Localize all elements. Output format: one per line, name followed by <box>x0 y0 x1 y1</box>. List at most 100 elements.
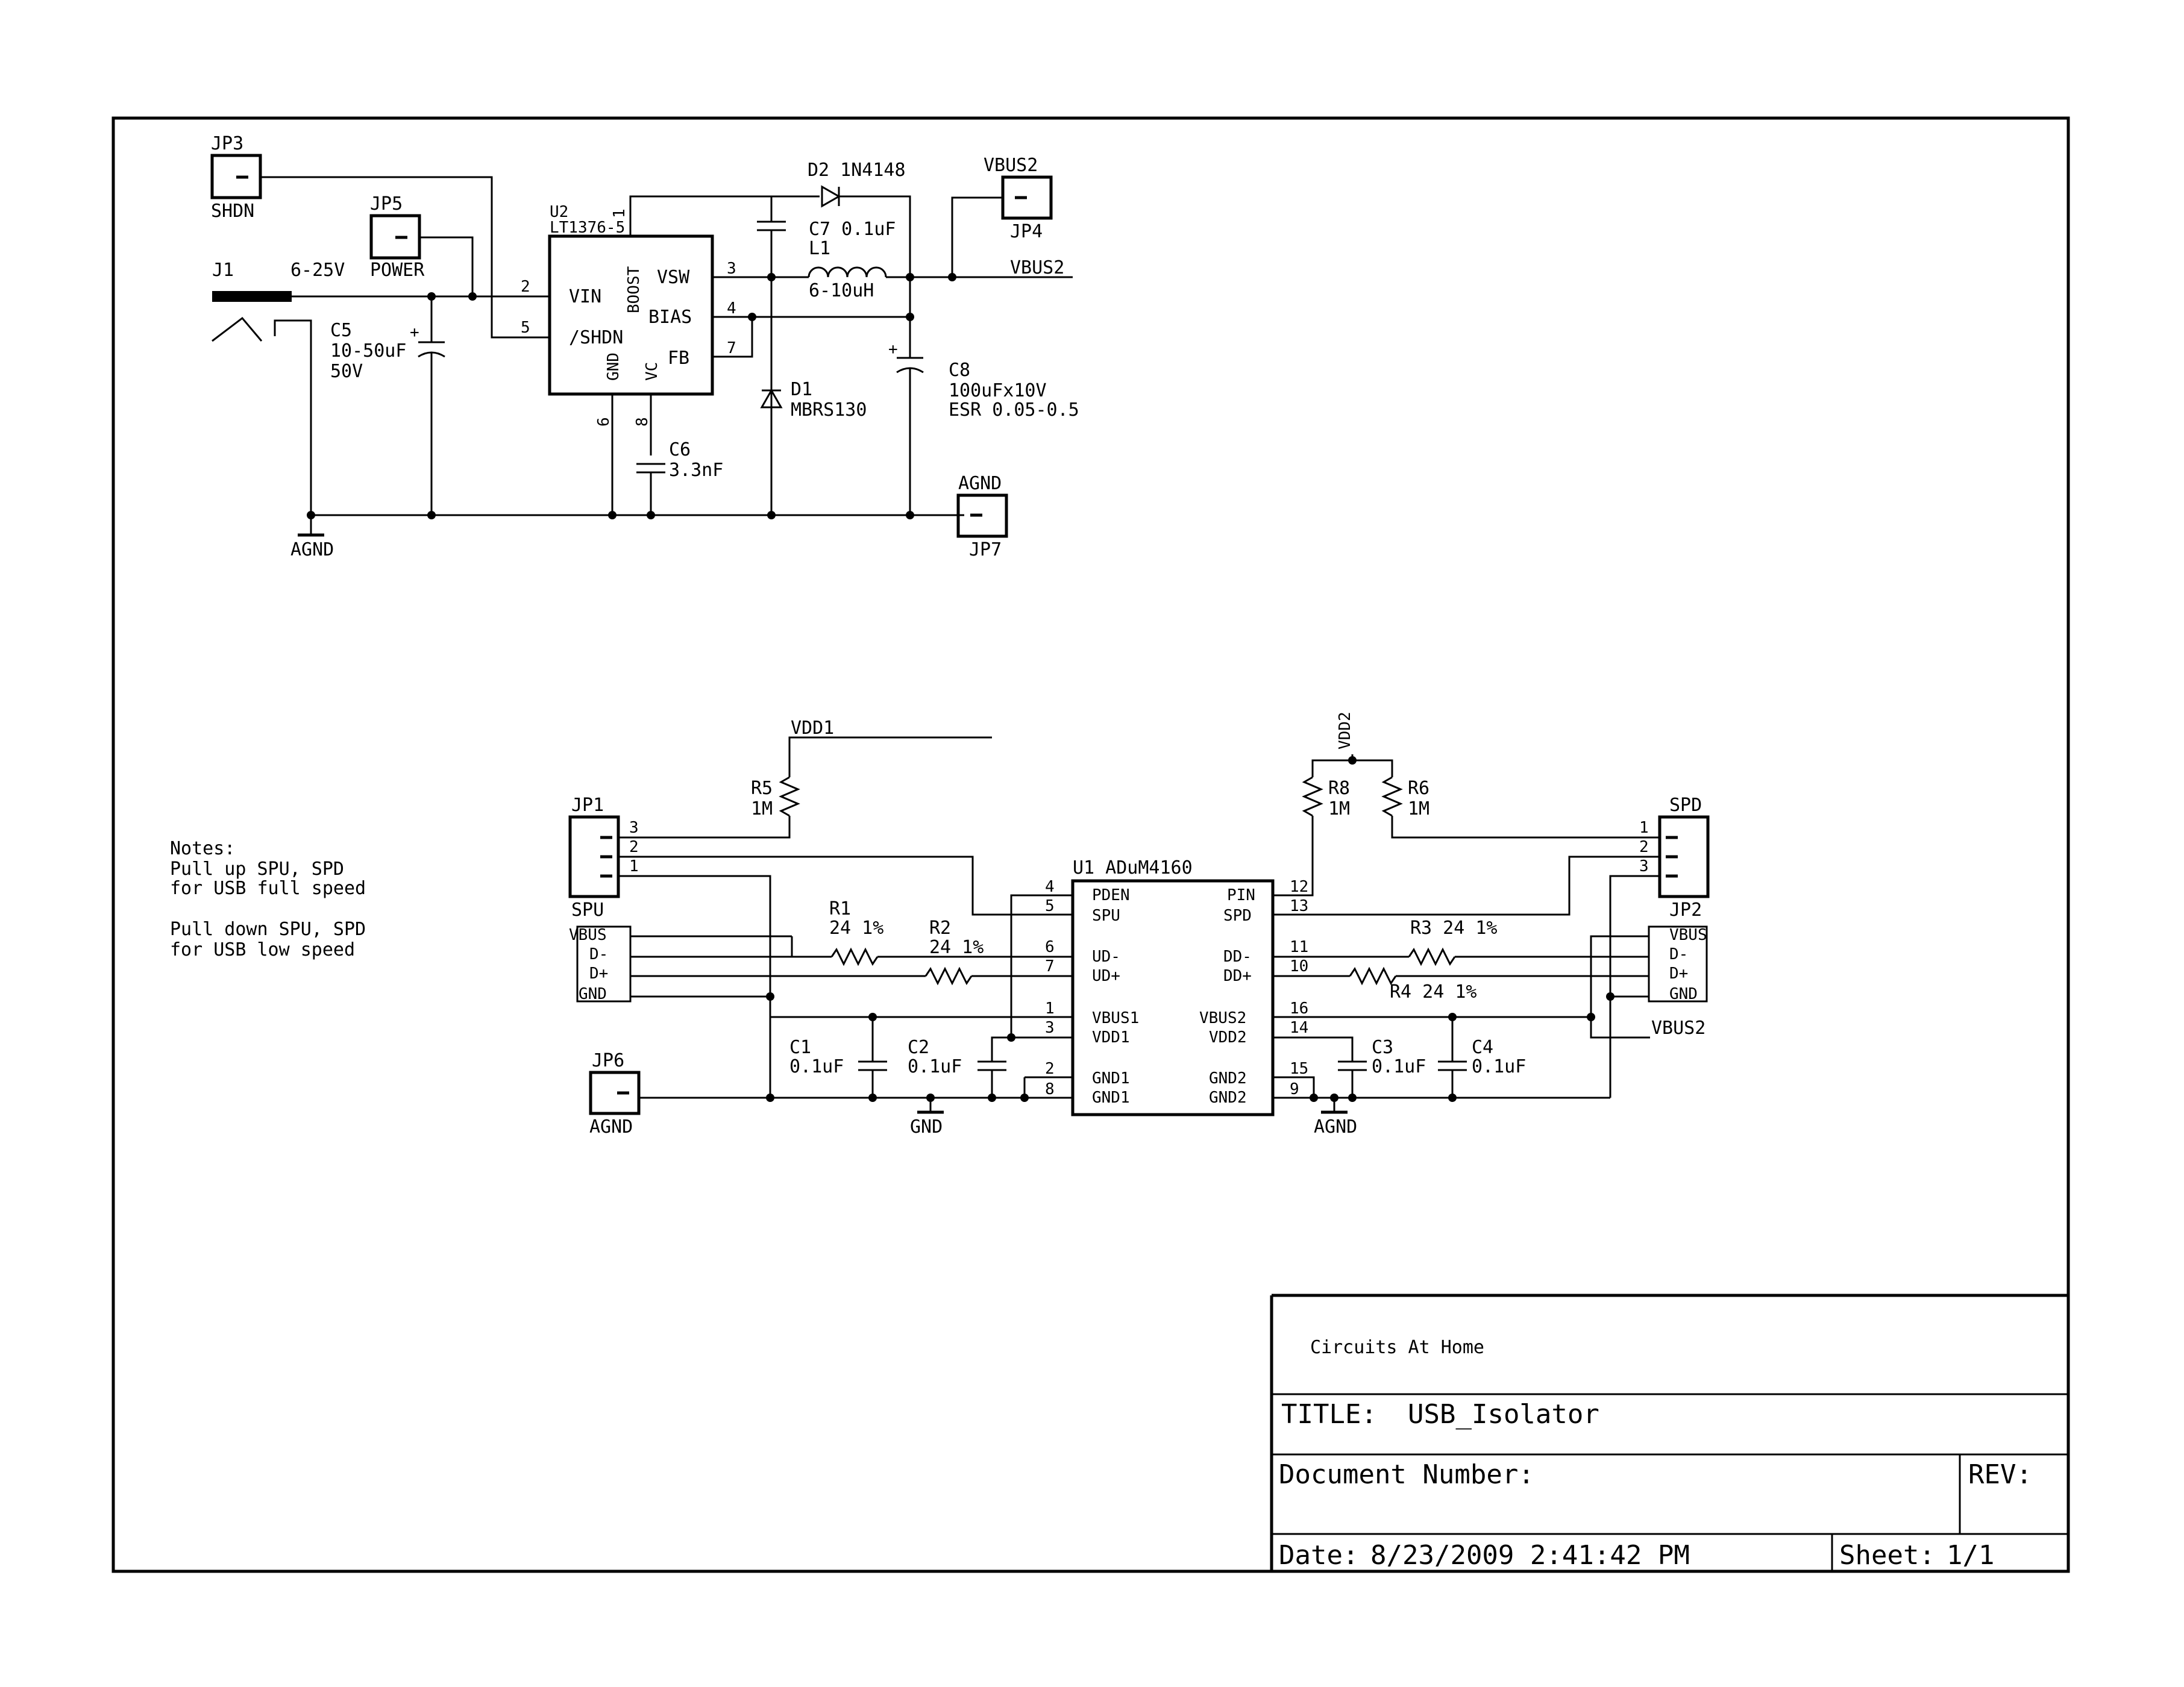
svg-text:13: 13 <box>1290 897 1308 915</box>
c7-label: C7 0.1uF <box>809 219 896 240</box>
u2-part: LT1376-5 <box>550 219 625 237</box>
svg-text:3: 3 <box>1639 857 1649 875</box>
svg-text:VDD2: VDD2 <box>1209 1028 1247 1047</box>
r3-label: R3 24 1% <box>1410 918 1498 939</box>
u1-label: U1 ADuM4160 <box>1073 857 1193 878</box>
r8-value: 1M <box>1328 798 1350 819</box>
svg-text:D-: D- <box>589 945 608 963</box>
jp3-shdn-label: SHDN <box>211 201 254 222</box>
svg-text:8: 8 <box>633 417 651 427</box>
sheet-label: Sheet: <box>1839 1540 1935 1571</box>
r5-resistor <box>779 776 800 817</box>
svg-text:7: 7 <box>1045 957 1055 975</box>
company-name: Circuits At Home <box>1310 1337 1484 1358</box>
svg-text:GND2: GND2 <box>1209 1069 1247 1088</box>
svg-text:4: 4 <box>727 299 736 318</box>
jp6-agnd-label: AGND <box>589 1116 633 1138</box>
notes-title: Notes: <box>170 838 235 859</box>
svg-text:VIN: VIN <box>569 286 601 307</box>
j1-label: J1 <box>212 260 234 281</box>
jp1-spu-label: SPU <box>571 900 604 921</box>
isolator-section: VDD1 R5 1M JP1 3 2 1 SPU VBUS D- D+ GND <box>568 712 1710 1138</box>
d1-label: D1 <box>791 379 812 400</box>
notes-line-2: for USB full speed <box>170 878 366 899</box>
r6-value: 1M <box>1408 798 1429 819</box>
svg-text:+: + <box>888 340 898 358</box>
r1-label: R1 <box>829 898 851 919</box>
svg-text:8: 8 <box>1045 1080 1055 1098</box>
c4-value: 0.1uF <box>1472 1056 1526 1077</box>
svg-text:SPD: SPD <box>1223 907 1252 925</box>
c1-value: 0.1uF <box>789 1056 844 1077</box>
r5-value: 1M <box>751 798 773 819</box>
r8-resistor <box>1302 776 1323 817</box>
jp4-label: JP4 <box>1010 221 1043 242</box>
sheet-frame <box>111 116 2070 1573</box>
c5-value: 10-50uF <box>330 340 406 362</box>
svg-text:PIN: PIN <box>1227 886 1255 904</box>
vbus2-top-label: VBUS2 <box>984 155 1038 176</box>
jp7-label: JP7 <box>969 539 1002 560</box>
c1-label: C1 <box>789 1037 811 1058</box>
jp5-power-label: POWER <box>370 260 425 281</box>
svg-text:D+: D+ <box>589 965 608 983</box>
jp6-label: JP6 <box>592 1050 624 1071</box>
c8-label: C8 <box>949 360 970 381</box>
d2-label: D2 1N4148 <box>808 160 906 181</box>
svg-text:UD-: UD- <box>1092 948 1120 966</box>
svg-text:+: + <box>410 324 419 342</box>
notes-line-3: Pull down SPU, SPD <box>170 919 366 940</box>
r4-resistor <box>1349 966 1397 986</box>
svg-text:GND1: GND1 <box>1092 1069 1130 1088</box>
r2-label: R2 <box>929 918 951 939</box>
r2-resistor <box>924 966 973 986</box>
svg-text:/SHDN: /SHDN <box>569 327 623 348</box>
c3-label: C3 <box>1372 1037 1393 1058</box>
power-supply-section: JP3 SHDN JP5 POWER J1 6-25V C5 10-50uF 5… <box>210 133 1079 560</box>
vdd2-label: VDD2 <box>1336 712 1354 750</box>
svg-text:GND: GND <box>604 352 623 381</box>
jp7-header <box>956 493 1008 538</box>
u2-label: U2 <box>550 203 568 221</box>
svg-text:VBUS1: VBUS1 <box>1092 1009 1139 1027</box>
svg-text:DD+: DD+ <box>1223 967 1252 985</box>
svg-text:D+: D+ <box>1669 965 1688 983</box>
r6-resistor <box>1381 776 1403 817</box>
svg-text:GND2: GND2 <box>1209 1089 1247 1107</box>
date-label: Date: <box>1279 1540 1358 1571</box>
svg-text:GND1: GND1 <box>1092 1089 1130 1107</box>
svg-text:3: 3 <box>727 260 736 278</box>
c4-label: C4 <box>1472 1037 1493 1058</box>
svg-text:VBUS: VBUS <box>1669 926 1707 944</box>
jp5-label: JP5 <box>370 193 403 214</box>
document-number-label: Document Number: <box>1279 1459 1534 1490</box>
vbus2-right-label: VBUS2 <box>1651 1018 1705 1039</box>
vdd1-label: VDD1 <box>791 718 834 739</box>
c2-value: 0.1uF <box>908 1056 962 1077</box>
c6-label: C6 <box>669 439 691 460</box>
svg-text:PDEN: PDEN <box>1092 886 1130 904</box>
svg-text:7: 7 <box>727 339 736 357</box>
r8-label: R8 <box>1328 778 1350 799</box>
svg-text:2: 2 <box>629 838 639 856</box>
jp3-label: JP3 <box>211 133 243 154</box>
svg-text:VBUS: VBUS <box>569 926 607 944</box>
sheet-value: 1/1 <box>1947 1540 1994 1571</box>
r2-value: 24 1% <box>929 937 984 958</box>
notes-line-1: Pull up SPU, SPD <box>170 859 344 880</box>
c2-label: C2 <box>908 1037 929 1058</box>
svg-text:2: 2 <box>1639 838 1649 856</box>
gnd-label: GND <box>910 1116 943 1138</box>
r1-resistor <box>830 947 879 966</box>
r3-resistor <box>1408 947 1456 966</box>
svg-text:5: 5 <box>1045 897 1055 915</box>
r6-label: R6 <box>1408 778 1429 799</box>
svg-text:GND: GND <box>1669 985 1698 1003</box>
c6-value: 3.3nF <box>669 460 723 481</box>
svg-text:1: 1 <box>610 208 629 218</box>
notes-line-4: for USB low speed <box>170 939 355 960</box>
svg-text:2: 2 <box>1045 1060 1055 1078</box>
title-label: TITLE: <box>1281 1399 1377 1430</box>
r1-value: 24 1% <box>829 918 883 939</box>
svg-text:6: 6 <box>1045 938 1055 956</box>
